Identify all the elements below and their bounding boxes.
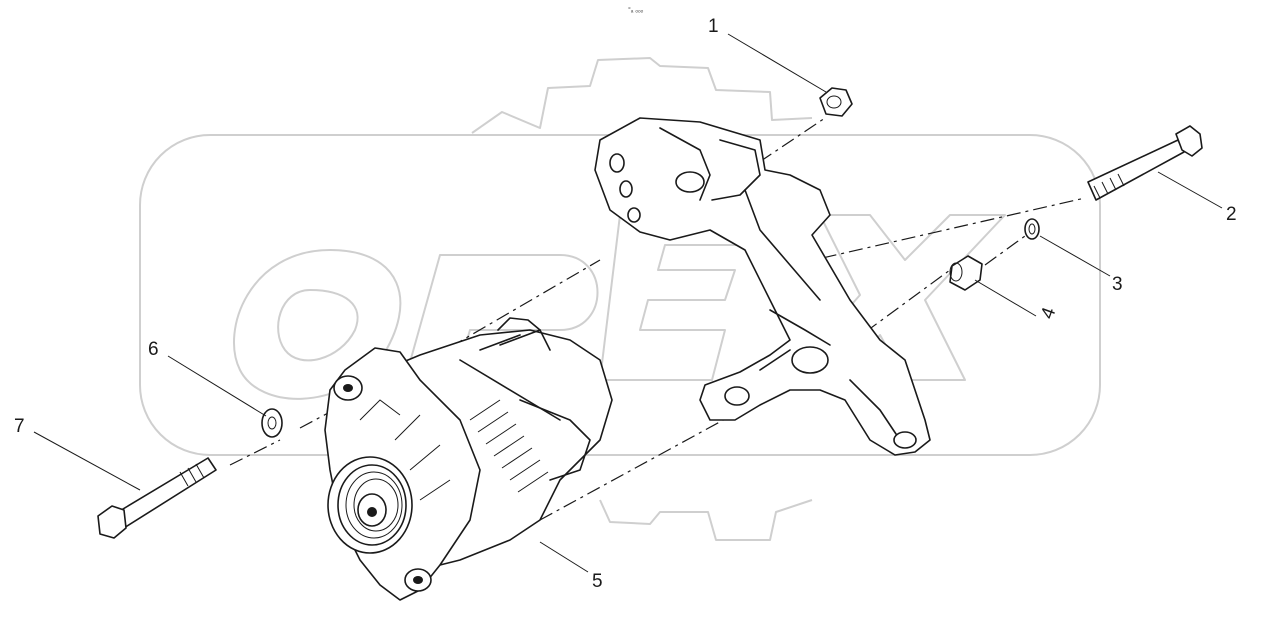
leader-lines (33, 33, 1223, 573)
callout-4: 4 (1037, 304, 1060, 322)
top-caption: °ₐ ₒₒₒ (628, 6, 644, 14)
alternator-part-5 (324, 317, 613, 601)
callout-1: 1 (708, 16, 719, 37)
callout-2: 2 (1226, 204, 1237, 225)
callout-7: 7 (14, 416, 25, 437)
washer-part-3 (1024, 218, 1040, 240)
callout-6: 6 (148, 339, 159, 360)
callout-5: 5 (592, 571, 603, 592)
callout-labels: 1 2 3 4 5 6 7 (14, 16, 1237, 592)
bolt-part-7 (97, 457, 217, 539)
long-bolt-part-2 (1087, 125, 1203, 201)
mounting-bracket (594, 117, 931, 456)
watermark-logo (139, 57, 1101, 541)
nut-part-1 (819, 87, 853, 117)
washer-part-6 (261, 408, 283, 438)
spacer-sleeve-part-4 (949, 255, 983, 291)
callout-3: 3 (1112, 274, 1123, 295)
